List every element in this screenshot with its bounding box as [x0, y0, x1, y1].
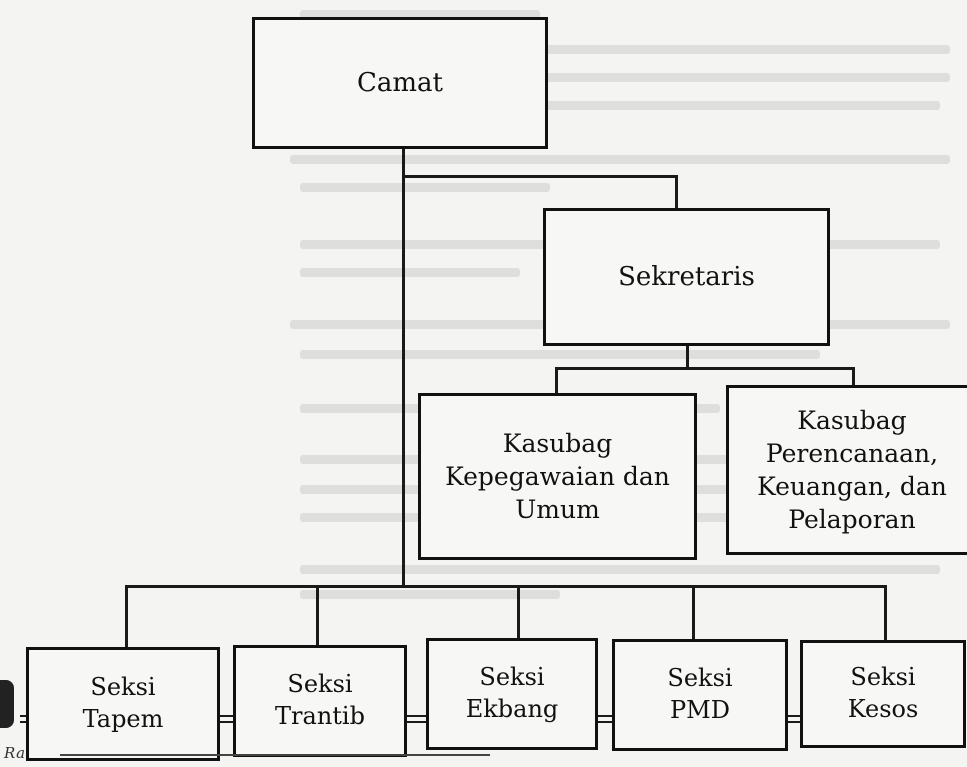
- node-kasubag-perencanaan-label: Kasubag Perencanaan, Keuangan, dan Pelap…: [757, 406, 947, 534]
- connector-kasubag-vertical: [686, 344, 689, 369]
- connector-sekretaris-horizontal: [402, 175, 677, 178]
- node-kasubag-perencanaan: Kasubag Perencanaan, Keuangan, dan Pelap…: [726, 385, 967, 555]
- node-seksi-pmd-label: Seksi PMD: [667, 664, 733, 724]
- connector-bottom-rail-top: [20, 715, 800, 717]
- connector-sekretaris-vertical: [675, 175, 678, 210]
- node-camat: Camat: [252, 17, 548, 149]
- node-kasubag-kepegawaian: Kasubag Kepegawaian dan Umum: [418, 393, 697, 560]
- connector-seksi-drop-5: [884, 585, 887, 641]
- node-seksi-ekbang-label: Seksi Ekbang: [465, 663, 559, 723]
- connector-kasubag-right-drop: [852, 367, 855, 387]
- node-seksi-pmd: Seksi PMD: [612, 639, 788, 751]
- connector-seksi-drop-3: [517, 585, 520, 641]
- node-seksi-ekbang: Seksi Ekbang: [426, 638, 598, 750]
- node-seksi-tapem: Seksi Tapem: [26, 647, 220, 761]
- connector-bottom-rail-bottom: [20, 721, 800, 723]
- node-sekretaris-label: Sekretaris: [618, 261, 755, 292]
- page-edge-mark: [0, 680, 14, 728]
- footer-rule: [60, 754, 490, 756]
- node-seksi-kesos: Seksi Kesos: [800, 640, 966, 748]
- node-kasubag-kepegawaian-label: Kasubag Kepegawaian dan Umum: [445, 429, 670, 524]
- node-seksi-tapem-label: Seksi Tapem: [82, 673, 164, 733]
- connector-kasubag-horizontal: [555, 367, 855, 370]
- node-seksi-trantib: Seksi Trantib: [233, 645, 407, 757]
- connector-trunk: [402, 147, 405, 587]
- node-sekretaris: Sekretaris: [543, 208, 830, 346]
- footer-text: Ra: [4, 744, 26, 762]
- connector-seksi-drop-2: [316, 585, 319, 647]
- connector-seksi-drop-4: [692, 585, 695, 641]
- connector-seksi-drop-1: [125, 585, 128, 649]
- node-seksi-trantib-label: Seksi Trantib: [275, 670, 365, 730]
- node-seksi-kesos-label: Seksi Kesos: [847, 663, 919, 723]
- connector-kasubag-left-drop: [555, 367, 558, 395]
- node-camat-label: Camat: [357, 67, 443, 98]
- connector-seksi-horizontal: [125, 585, 887, 588]
